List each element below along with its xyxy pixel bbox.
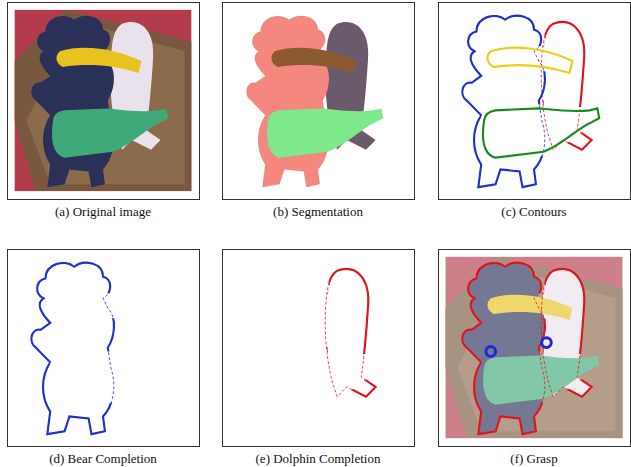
grasp-point <box>486 347 496 357</box>
grasp-panel <box>439 250 631 447</box>
subfigure-caption: (c) Contours <box>501 204 566 220</box>
subfigure-caption: (d) Bear Completion <box>49 451 157 467</box>
original-image-panel <box>8 3 200 200</box>
subfigure-caption: (a) Original image <box>55 204 151 220</box>
subfigure-caption: (f) Grasp <box>510 451 557 467</box>
segmentation-panel <box>223 3 415 200</box>
dolphin-completion-panel <box>223 250 415 447</box>
subfigure-caption: (b) Segmentation <box>273 204 363 220</box>
contours-panel <box>439 3 631 200</box>
bear-completion-panel <box>8 250 200 447</box>
subfigure-caption: (e) Dolphin Completion <box>256 451 381 467</box>
grasp-point <box>542 338 552 348</box>
